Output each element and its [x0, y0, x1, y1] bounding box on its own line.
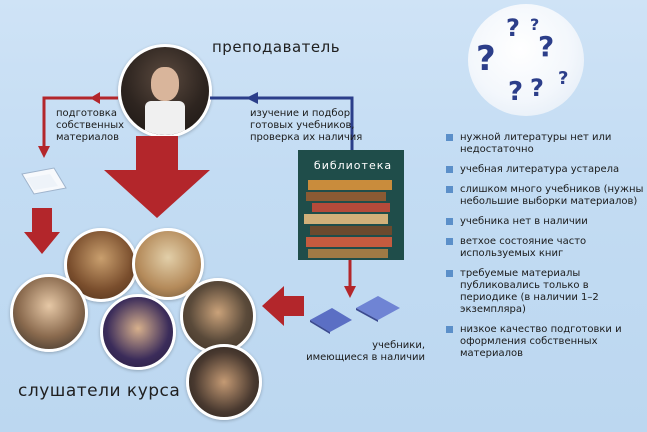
bullet-icon	[446, 166, 453, 173]
problems-list: нужной литературы нет или недостаточно у…	[446, 132, 646, 368]
teacher-label: преподаватель	[212, 38, 341, 56]
study-selection-label: изучение и подбор готовых учебников, про…	[250, 108, 363, 143]
bullet-icon	[446, 238, 453, 245]
list-item: нужной литературы нет или недостаточно	[446, 132, 646, 156]
bullet-icon	[446, 134, 453, 141]
paper-sheets-icon	[20, 164, 70, 204]
students-label: слушатели курса	[18, 381, 181, 401]
own-materials-label: подготовка собственных материалов	[56, 108, 125, 143]
student-photo	[180, 278, 256, 354]
list-item: требуемые материалы публиковались только…	[446, 268, 646, 316]
library-box	[298, 150, 404, 260]
svg-text:?: ?	[530, 15, 539, 34]
bullet-icon	[446, 218, 453, 225]
student-photo	[10, 274, 88, 352]
bullet-icon	[446, 270, 453, 277]
student-photo	[100, 294, 176, 370]
svg-text:?: ?	[530, 74, 544, 102]
svg-text:?: ?	[558, 68, 568, 89]
list-item: слишком много учебников (нужны небольшие…	[446, 184, 646, 208]
available-books-label: учебники, имеющиеся в наличии	[306, 340, 425, 363]
bullet-icon	[446, 186, 453, 193]
bullet-icon	[446, 326, 453, 333]
svg-text:?: ?	[506, 14, 520, 42]
library-label: библиотека	[313, 159, 393, 172]
list-item: низкое качество подготовки и оформления …	[446, 324, 646, 360]
books-icon	[308, 290, 404, 338]
list-item: учебника нет в наличии	[446, 216, 646, 228]
list-item: учебная литература устарела	[446, 164, 646, 176]
question-marks-icon: ? ? ? ? ? ? ?	[468, 4, 584, 116]
list-item: ветхое состояние часто используемых книг	[446, 236, 646, 260]
svg-text:?: ?	[508, 77, 523, 107]
student-photo	[186, 344, 262, 420]
svg-text:?: ?	[476, 39, 496, 79]
svg-text:?: ?	[538, 30, 554, 63]
